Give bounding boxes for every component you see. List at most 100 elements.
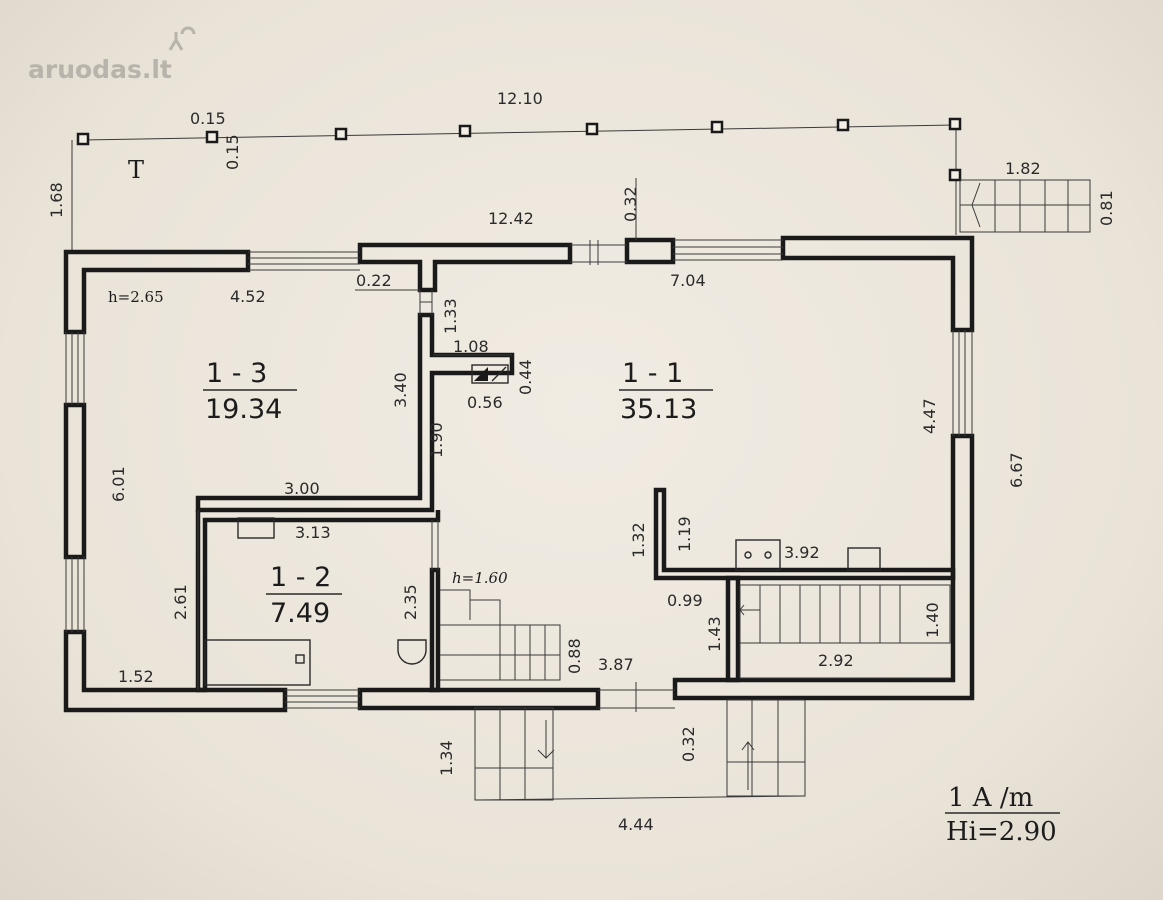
- terrace-post: [948, 117, 962, 131]
- watermark-text: aruodas.lt: [28, 55, 172, 84]
- stove: [735, 539, 781, 571]
- terrace-post: [76, 132, 90, 146]
- room-area: 19.34: [205, 394, 282, 425]
- dim-label: 1.40: [923, 602, 942, 638]
- dim-label: 1.08: [453, 337, 489, 356]
- terrace-post: [205, 130, 219, 144]
- dim-label: 2.35: [401, 584, 420, 620]
- door: [431, 520, 439, 570]
- window: [285, 689, 360, 709]
- window: [570, 240, 627, 265]
- dim-label: 0.99: [667, 591, 703, 610]
- bathtub: [204, 639, 311, 686]
- dim-label: 12.42: [488, 209, 534, 228]
- bathtub-drain: [295, 654, 305, 664]
- height-label: h=1.60: [452, 569, 508, 587]
- entrance-door: [598, 682, 675, 712]
- flue-line: [491, 366, 507, 382]
- house-icon: [168, 26, 196, 51]
- terrace-label: T: [128, 156, 144, 184]
- dim-label: 0.44: [516, 359, 535, 395]
- terrace-rail: [81, 124, 956, 141]
- walls: [63, 235, 975, 713]
- stair-arrow: [739, 604, 760, 616]
- burner: [764, 551, 772, 559]
- dim-label: 0.88: [565, 638, 584, 674]
- room-id: 1 - 3: [206, 358, 267, 389]
- dim-label: 0.22: [356, 271, 392, 290]
- dim-label: 6.67: [1007, 452, 1026, 488]
- dim-label: 7.04: [670, 271, 706, 290]
- chimney-flue: [471, 364, 509, 384]
- wall: [357, 242, 573, 293]
- step-arrow: [537, 720, 555, 759]
- dim-label: 1.32: [629, 522, 648, 558]
- wall: [725, 575, 741, 683]
- room-area: 35.13: [620, 394, 697, 425]
- terrace-post: [458, 124, 472, 138]
- dim-label: 1.68: [47, 182, 66, 218]
- dim-label: 12.10: [497, 89, 543, 108]
- step-arrow: [741, 741, 755, 790]
- kitchen-sink: [847, 547, 881, 571]
- step-arrow: [971, 182, 981, 228]
- flue-fill: [474, 367, 488, 381]
- wall: [357, 687, 601, 711]
- scale-label: 1 A /m: [948, 783, 1033, 813]
- windows: [65, 239, 973, 712]
- terrace-steps: [959, 179, 1091, 233]
- window: [673, 239, 783, 261]
- entrance-step: [726, 699, 806, 797]
- dim-label: 0.32: [679, 726, 698, 762]
- terrace-post: [334, 127, 348, 141]
- terrace-post: [710, 120, 724, 134]
- door: [419, 290, 433, 315]
- dim-label: 4.47: [920, 398, 939, 434]
- dim-label: 2.61: [171, 584, 190, 620]
- dim-label: 0.81: [1097, 190, 1116, 226]
- dim-label: 3.00: [284, 479, 320, 498]
- scale-height: Hi=2.90: [946, 817, 1057, 847]
- chimney: [624, 237, 676, 265]
- dim-label: 3.40: [391, 372, 410, 408]
- dim-label: 0.32: [621, 186, 640, 222]
- dim-label: 1.33: [441, 298, 460, 334]
- room-area: 7.49: [270, 598, 330, 629]
- interior-stairs: [440, 584, 951, 681]
- labels: T h=2.65 h=1.60 1 - 3 19.34 1 - 1 35.13 …: [47, 89, 1116, 847]
- wall: [653, 487, 956, 581]
- wall: [195, 312, 515, 513]
- wall: [429, 567, 441, 693]
- dim-label: 3.92: [784, 543, 820, 562]
- dim-label: 1.43: [705, 616, 724, 652]
- toilet: [397, 639, 427, 665]
- window: [952, 330, 973, 436]
- window: [248, 251, 360, 271]
- terrace-post: [836, 118, 850, 132]
- terrace-post: [585, 122, 599, 136]
- stair-line: [739, 585, 950, 679]
- window: [65, 332, 85, 405]
- dim-label: 3.13: [295, 523, 331, 542]
- room-id: 1 - 2: [270, 562, 331, 593]
- dim-label: 6.01: [109, 466, 128, 502]
- dimension-lines: [197, 178, 637, 690]
- step-line: [727, 700, 805, 796]
- wall: [780, 235, 975, 333]
- dim-label: 0.56: [467, 393, 503, 412]
- dim-label: 4.44: [618, 815, 654, 834]
- height-label: h=2.65: [108, 288, 164, 306]
- wall: [63, 402, 87, 560]
- stairs-2-outline: [739, 584, 951, 644]
- dim-label: 1.82: [1005, 159, 1041, 178]
- dim-label: 1.34: [437, 740, 456, 776]
- dim-label: 0.15: [190, 109, 226, 128]
- stair-line: [440, 624, 560, 680]
- watermark-logo: aruodas.lt: [28, 26, 196, 84]
- dim-label: 4.52: [230, 287, 266, 306]
- burner: [744, 551, 752, 559]
- dim-label: 1.19: [675, 516, 694, 552]
- terrace: [71, 117, 962, 252]
